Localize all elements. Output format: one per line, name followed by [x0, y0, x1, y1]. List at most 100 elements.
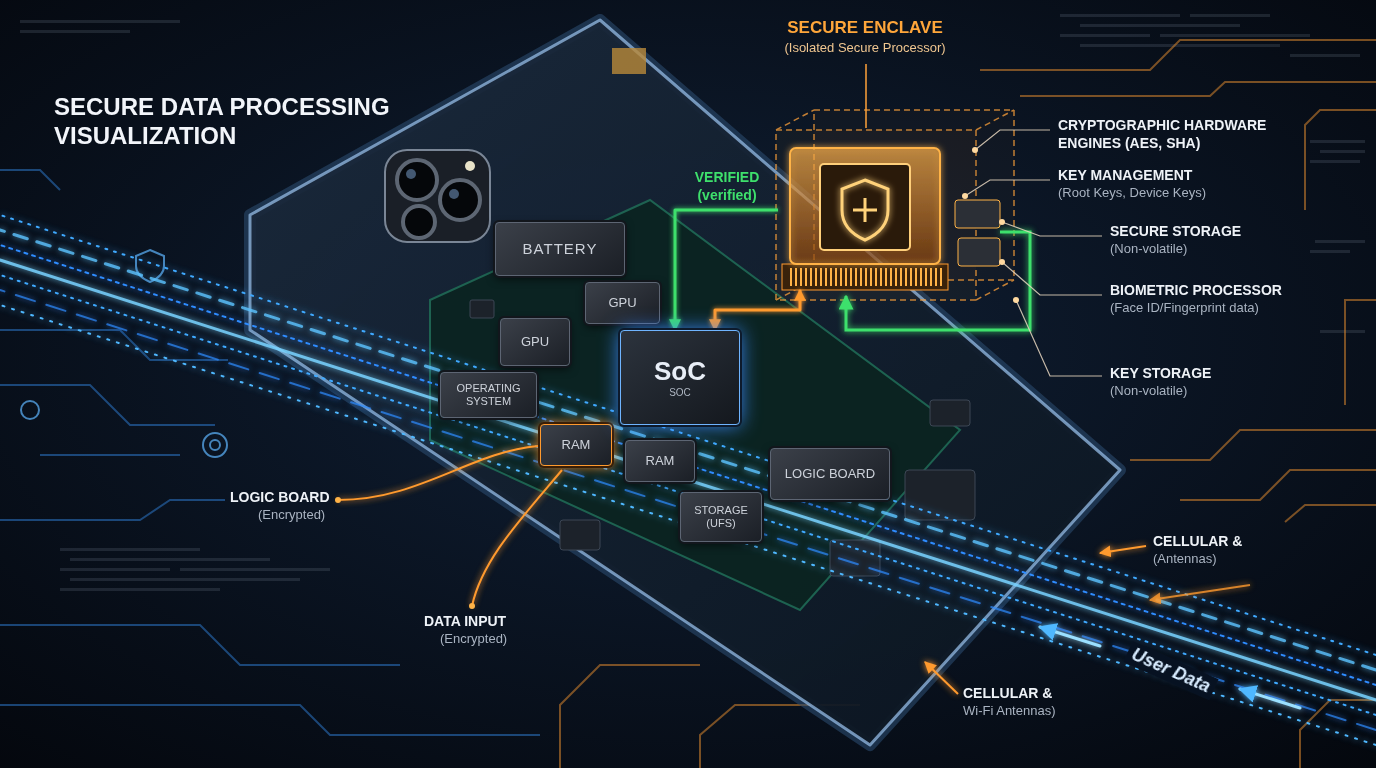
leader-dot: [1013, 297, 1019, 303]
chip-top: [790, 148, 940, 264]
node-title: RAM: [562, 438, 591, 453]
enclave-cube: [776, 110, 1014, 300]
storage-chip: STORAGE (UFS): [680, 492, 762, 542]
trace: [0, 500, 225, 520]
ram-chip: RAM: [540, 424, 612, 466]
component: [930, 400, 970, 426]
callout-heading: CELLULAR &: [963, 684, 1052, 702]
callout-heading: SECURE STORAGE: [1110, 222, 1241, 240]
trace: [0, 170, 60, 190]
shield-icon: [136, 250, 164, 282]
code-bar: [1310, 160, 1360, 163]
antenna-arrow: [925, 662, 958, 694]
stream-line: [0, 290, 1376, 730]
lens-glint: [406, 169, 416, 179]
code-bar: [70, 578, 300, 581]
chip-pins: [790, 268, 942, 286]
callout-heading: CRYPTOGRAPHIC HARDWARE ENGINES (AES, SHA…: [1058, 116, 1298, 152]
trace: [1180, 470, 1376, 500]
circle-icon: [21, 401, 39, 419]
shield-icon: [842, 180, 888, 240]
callout-heading: KEY STORAGE: [1110, 364, 1211, 382]
orange-dots: [335, 497, 475, 609]
antenna-arrow: [1150, 585, 1250, 600]
pcb-components: [470, 300, 975, 576]
circle-icon: [203, 433, 227, 457]
leader-dots: [962, 147, 1019, 303]
secure-enclave-box: SECURE ENCLAVE(Isolated Secure Processor…: [775, 18, 955, 290]
code-bar: [1080, 44, 1280, 47]
component: [560, 520, 600, 550]
callout-detail: Wi-Fi Antennas): [963, 703, 1055, 719]
code-bar: [1290, 54, 1360, 57]
stream-line: [0, 305, 1376, 745]
lens-glint: [449, 189, 459, 199]
trace: [1130, 430, 1376, 460]
callout-detail: (Antennas): [1153, 551, 1217, 567]
trace: [1345, 300, 1376, 405]
code-bar: [1315, 240, 1365, 243]
callout-heading: DATA INPUT: [424, 612, 506, 630]
leader-dot: [999, 219, 1005, 225]
code-bar: [1320, 150, 1365, 153]
stream-line: [0, 275, 1376, 715]
code-bar: [20, 20, 180, 23]
circuit-icons: [21, 113, 277, 457]
diagram-title: SECURE DATA PROCESSING VISUALIZATION: [54, 92, 434, 150]
code-bar: [60, 548, 200, 551]
leader-line: [1002, 222, 1102, 236]
storage-block: [955, 200, 1000, 228]
logic-board-chip: LOGIC BOARD: [770, 448, 890, 500]
component: [905, 470, 975, 520]
callout-heading: CELLULAR &: [1153, 532, 1242, 550]
component: [830, 540, 880, 576]
callout-detail: (Face ID/Fingerprint data): [1110, 300, 1259, 316]
code-bar: [1190, 14, 1270, 17]
circle-icon: [210, 440, 220, 450]
node-title: SoC: [654, 357, 706, 387]
camera-module: [385, 150, 490, 242]
node-title: GPU: [521, 335, 549, 350]
trace: [980, 40, 1376, 70]
trace: [0, 625, 400, 665]
verified-arrow: [675, 210, 778, 330]
code-bar: [60, 588, 220, 591]
leader-dot: [469, 603, 475, 609]
chip-core: [820, 164, 910, 250]
cube-edge: [776, 110, 1014, 300]
data-input-leader: [472, 470, 562, 606]
green-loop-arrow: [846, 232, 1030, 330]
trace: [1305, 110, 1376, 210]
code-bar: [1160, 34, 1310, 37]
callout-detail: (Encrypted): [258, 507, 325, 523]
orange-leaders: [338, 446, 1250, 694]
chip-base: [782, 264, 948, 290]
edge-label: VERIFIED (verified): [685, 168, 769, 204]
trace: [40, 454, 180, 456]
callout-detail: (Encrypted): [440, 631, 507, 647]
camera-flash: [465, 161, 475, 171]
soc-chip: SoCSOC: [620, 330, 740, 425]
code-bar: [1060, 14, 1180, 17]
code-bar: [60, 568, 170, 571]
node-title: RAM: [646, 454, 675, 469]
os-chip: OPERATING SYSTEM: [440, 372, 537, 418]
node-title: STORAGE (UFS): [689, 504, 753, 529]
camera-lens: [403, 206, 435, 238]
stream-line: [0, 260, 1376, 700]
callout-heading: BIOMETRIC PROCESSOR: [1110, 281, 1282, 299]
leader-line: [1002, 262, 1102, 295]
callout-detail: (Non-volatile): [1110, 241, 1187, 257]
callout-detail: (Root Keys, Device Keys): [1058, 185, 1206, 201]
trace: [1285, 505, 1376, 522]
stream-arrow: [1240, 689, 1300, 708]
node-subtitle: SOC: [669, 387, 691, 399]
data-stream: [0, 215, 1376, 745]
leader-dot: [962, 193, 968, 199]
logic-board-leader: [338, 446, 538, 500]
trace: [0, 330, 228, 360]
data-exchange-arrow: [715, 290, 800, 330]
callout-heading: KEY MANAGEMENT: [1058, 166, 1192, 184]
